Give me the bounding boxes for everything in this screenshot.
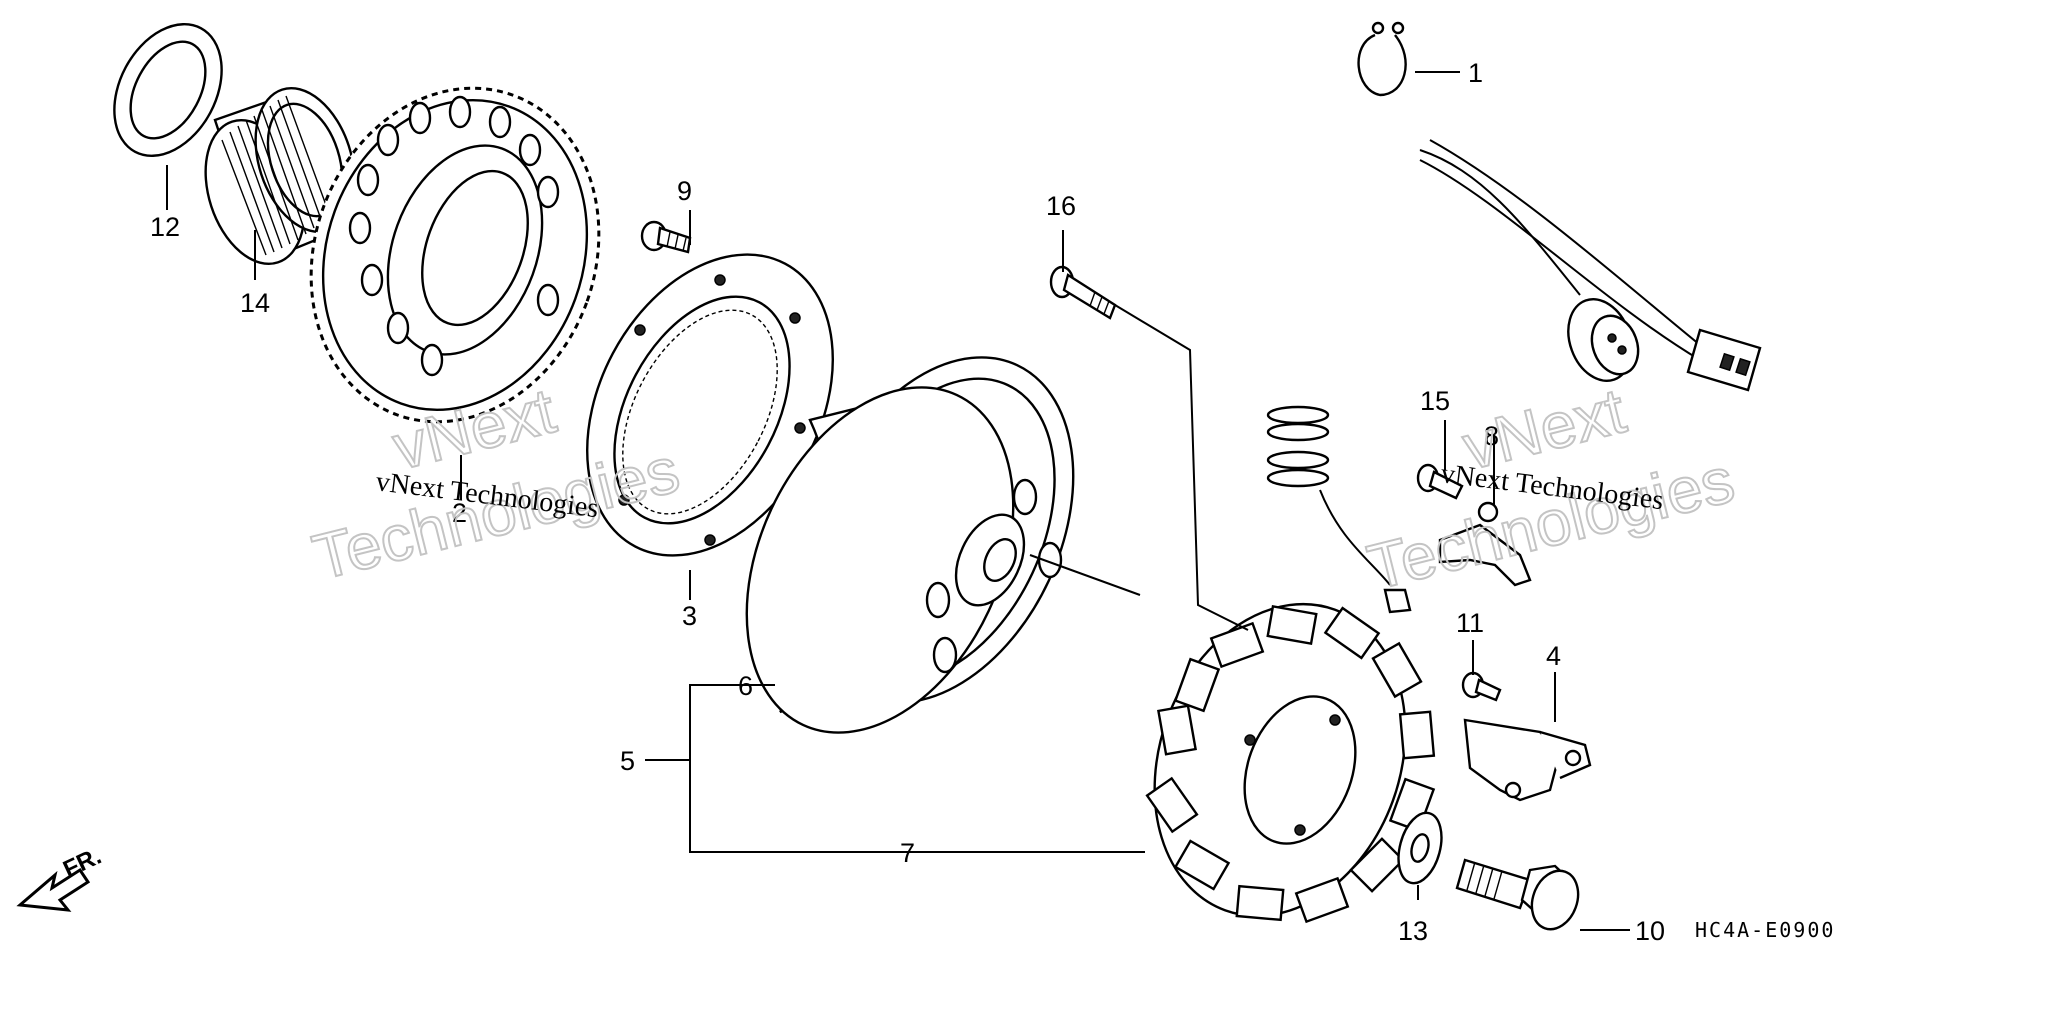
callout-8: 8 [1484,421,1499,451]
part-11-bolt [1461,671,1502,702]
part-4-pulse-generator [1463,718,1592,802]
callout-7: 7 [900,838,915,868]
front-arrow: FR. [16,843,106,912]
callout-14: 14 [240,288,270,318]
part-7-stator [1145,602,1436,924]
part-10-flywheel-bolt [1455,858,1580,931]
part-16-bolt [1049,265,1117,320]
part-12-washer [113,23,223,157]
callout-2: 2 [452,498,467,528]
watermark-right: vNext Technologies vNext Technologies [1360,373,1742,604]
callout-9: 9 [677,176,692,206]
part-1-wire-clip [1357,21,1407,97]
watermark-big-line2: Technologies [1361,443,1741,603]
callout-12: 12 [150,212,180,242]
callout-6: 6 [738,671,753,701]
leader-lines [166,71,1630,931]
round-connector [1567,298,1640,382]
callout-1: 1 [1468,58,1483,88]
callout-11: 11 [1456,608,1484,638]
part-6-flywheel [745,356,1141,734]
callout-labels: 1 12 14 9 16 2 3 6 5 7 15 8 11 4 13 10 [150,58,1665,946]
part-3-starter-clutch [586,253,834,557]
flat-connector [1686,328,1762,392]
wire-harness [1253,139,1762,622]
part-15-bolt [1416,463,1464,500]
callout-5: 5 [620,746,635,776]
callout-10: 10 [1635,916,1665,946]
callout-16: 16 [1046,191,1076,221]
callout-3: 3 [682,601,697,631]
part-8-bracket [1383,501,1532,614]
callout-13: 13 [1398,916,1428,946]
callout-15: 15 [1420,386,1450,416]
part-2-starter-gear [309,86,601,424]
drawing-code: HC4A-E0900 [1695,918,1835,942]
callout-4: 4 [1546,641,1561,671]
part-13-washer [1397,811,1443,885]
part-9-bolt [640,220,692,254]
